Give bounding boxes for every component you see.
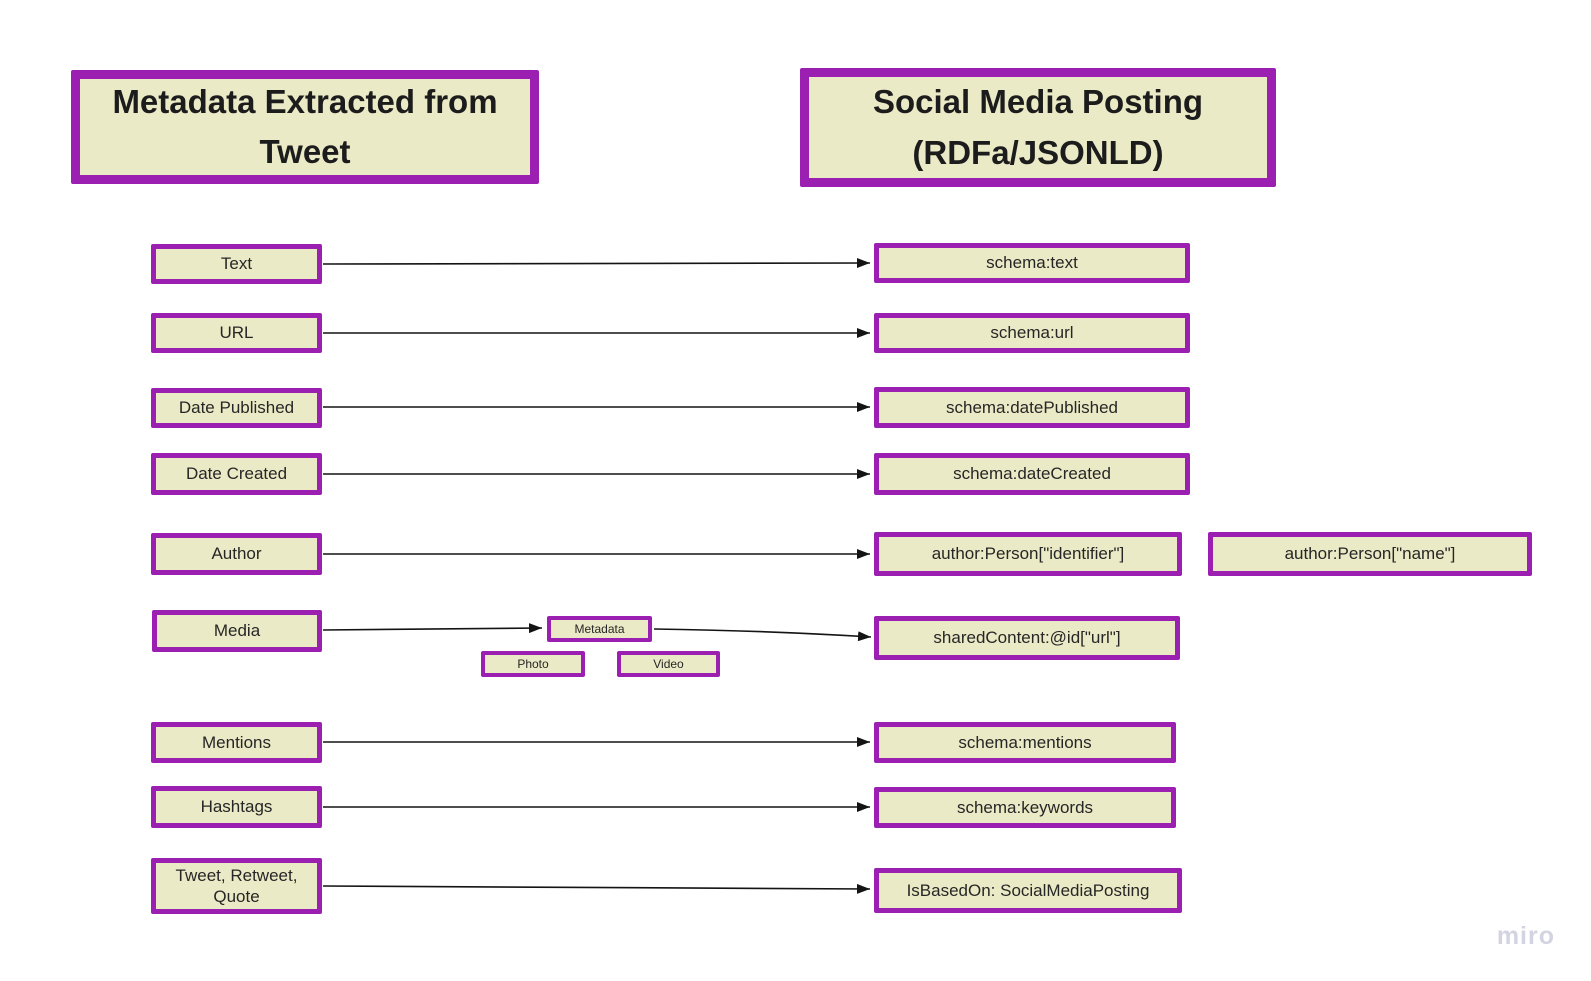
- node-hashtags-label: Hashtags: [200, 797, 273, 817]
- node-author-person-name[interactable]: author:Person["name"]: [1208, 532, 1532, 576]
- node-media[interactable]: Media: [152, 610, 322, 652]
- node-date-published-label: Date Published: [178, 398, 295, 418]
- node-schema-keywords[interactable]: schema:keywords: [874, 787, 1176, 828]
- node-is-based-on[interactable]: IsBasedOn: SocialMediaPosting: [874, 868, 1182, 913]
- connector-metadata-to-shared-content[interactable]: [653, 628, 872, 642]
- header-left-label: Metadata Extracted from Tweet: [112, 82, 498, 170]
- node-schema-text[interactable]: schema:text: [874, 243, 1190, 283]
- header-right-label: Social Media Posting (RDFa/JSONLD): [872, 83, 1204, 171]
- node-shared-content-id-url-label: sharedContent:@id["url"]: [933, 628, 1121, 648]
- node-schema-date-created[interactable]: schema:dateCreated: [874, 453, 1190, 495]
- node-schema-date-published[interactable]: schema:datePublished: [874, 387, 1190, 428]
- node-url[interactable]: URL: [151, 313, 322, 353]
- node-schema-url[interactable]: schema:url: [874, 313, 1190, 353]
- node-video-label: Video: [653, 656, 684, 671]
- node-schema-date-published-label: schema:datePublished: [945, 397, 1118, 417]
- node-tweet-retweet-quote[interactable]: Tweet, Retweet, Quote: [151, 858, 322, 914]
- node-media-label: Media: [213, 621, 261, 641]
- node-schema-keywords-label: schema:keywords: [956, 797, 1094, 817]
- node-metadata-label: Metadata: [574, 621, 625, 636]
- node-schema-mentions-label: schema:mentions: [958, 732, 1092, 752]
- node-photo[interactable]: Photo: [481, 651, 585, 677]
- node-date-created[interactable]: Date Created: [151, 453, 322, 495]
- node-photo-label: Photo: [517, 656, 549, 671]
- node-schema-date-created-label: schema:dateCreated: [953, 464, 1111, 484]
- node-schema-text-label: schema:text: [986, 253, 1078, 273]
- node-date-published[interactable]: Date Published: [151, 388, 322, 428]
- node-author-person-identifier-label: author:Person["identifier"]: [931, 544, 1125, 564]
- node-mentions-label: Mentions: [202, 732, 271, 752]
- node-date-created-label: Date Created: [185, 464, 288, 484]
- node-hashtags[interactable]: Hashtags: [151, 786, 322, 828]
- node-is-based-on-label: IsBasedOn: SocialMediaPosting: [906, 880, 1150, 900]
- node-author[interactable]: Author: [151, 533, 322, 575]
- miro-watermark: miro: [1496, 922, 1555, 950]
- node-text-label: Text: [220, 254, 253, 274]
- connector-text-to-schema-text[interactable]: [322, 258, 871, 269]
- node-mentions[interactable]: Mentions: [151, 722, 322, 763]
- node-tweet-retweet-quote-label: Tweet, Retweet, Quote: [175, 865, 298, 906]
- node-author-person-name-label: author:Person["name"]: [1284, 544, 1456, 564]
- node-schema-mentions[interactable]: schema:mentions: [874, 722, 1176, 763]
- connector-media-to-metadata[interactable]: [322, 623, 543, 634]
- header-social-media-posting[interactable]: Social Media Posting (RDFa/JSONLD): [800, 68, 1276, 187]
- node-video[interactable]: Video: [617, 651, 720, 677]
- node-author-person-identifier[interactable]: author:Person["identifier"]: [874, 532, 1182, 576]
- node-author-label: Author: [211, 544, 262, 564]
- node-url-label: URL: [219, 323, 254, 343]
- node-text[interactable]: Text: [151, 244, 322, 284]
- connector-tweet-to-is-based-on[interactable]: [322, 883, 871, 894]
- node-shared-content-id-url[interactable]: sharedContent:@id["url"]: [874, 616, 1180, 660]
- node-metadata[interactable]: Metadata: [547, 616, 652, 642]
- header-metadata-extracted-from-tweet[interactable]: Metadata Extracted from Tweet: [71, 70, 539, 184]
- node-schema-url-label: schema:url: [990, 323, 1074, 343]
